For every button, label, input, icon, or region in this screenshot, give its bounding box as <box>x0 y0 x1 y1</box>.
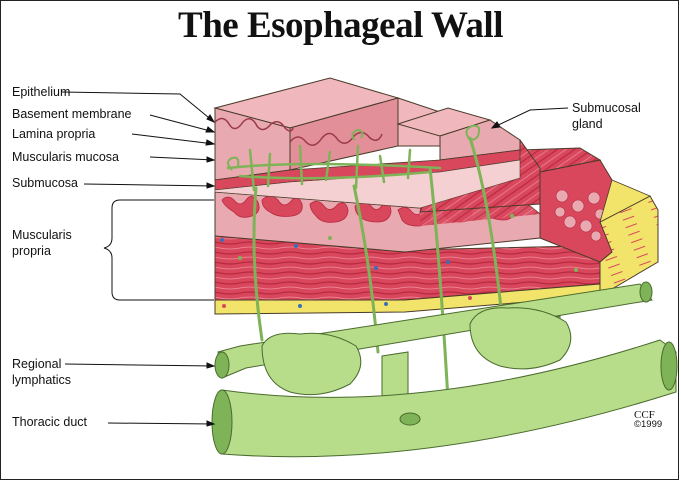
label-submucosa: Submucosa <box>12 176 78 191</box>
diagram-title: The Esophageal Wall <box>0 4 681 47</box>
credit-year: ©1999 <box>634 420 662 430</box>
copyright-credit: CCF ©1999 <box>634 410 662 430</box>
label-muscularis-propria-line2: propria <box>12 244 51 259</box>
label-thoracic-duct: Thoracic duct <box>12 415 87 430</box>
mucosa-layer <box>215 78 520 208</box>
label-submucosal-gland-line2: gland <box>572 117 603 132</box>
label-lamina-propria: Lamina propria <box>12 127 95 142</box>
label-muscularis-mucosa: Muscularis mucosa <box>12 150 119 165</box>
label-regional-lymphatics-line1: Regional <box>12 357 61 372</box>
label-submucosal-gland-line1: Submucosal <box>572 101 641 116</box>
label-basement-membrane: Basement membrane <box>12 107 132 122</box>
label-regional-lymphatics-line2: lymphatics <box>12 373 71 388</box>
label-epithelium: Epithelium <box>12 85 70 100</box>
label-muscularis-propria-line1: Muscularis <box>12 228 72 243</box>
